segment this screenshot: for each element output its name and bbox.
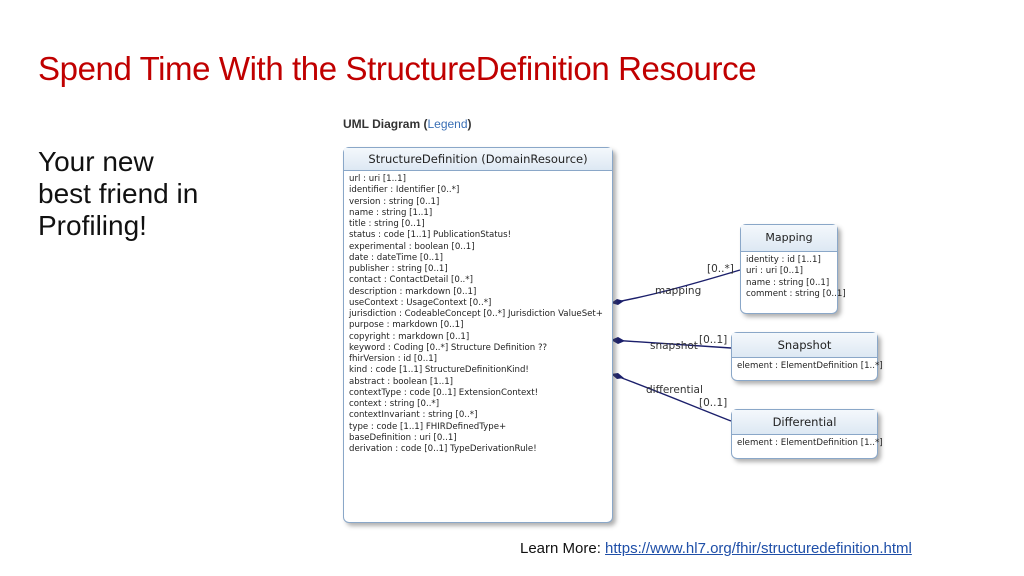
learn-more-footer: Learn More: https://www.hl7.org/fhir/str… <box>520 540 912 557</box>
class-attribute: element : ElementDefinition [1..*] <box>737 438 883 448</box>
differential-class-box: Differential element : ElementDefinition… <box>731 409 883 459</box>
snapshot-class-title: Snapshot <box>732 333 877 358</box>
class-attribute: url : uri [1..1] <box>349 174 406 184</box>
class-attribute: kind : code [1..1] StructureDefinitionKi… <box>349 365 529 376</box>
class-attribute: context : string [0..*] <box>349 399 440 409</box>
legend-close: ) <box>467 117 472 131</box>
snapshot-cardinality-label: [0..1] <box>699 334 728 346</box>
class-attribute: baseDefinition : uri [0..1] <box>349 432 457 443</box>
snapshot-class-box: Snapshot element : ElementDefinition [1.… <box>731 332 883 381</box>
differential-class-title: Differential <box>732 410 877 435</box>
class-attribute: identity : id [1..1] <box>746 255 821 265</box>
class-attribute: comment : string [0..1] <box>746 288 846 299</box>
class-attribute: version : string [0..1] <box>349 196 440 207</box>
class-attribute: identifier : Identifier [0..*] <box>349 185 460 196</box>
class-attribute: contextInvariant : string [0..*] <box>349 410 478 421</box>
class-attribute: status : code [1..1] PublicationStatus! <box>349 230 512 241</box>
mapping-connector <box>610 269 741 304</box>
mapping-class-box: Mapping identity : id [1..1] uri : uri [… <box>740 224 846 314</box>
snapshot-role-label: snapshot <box>650 340 698 352</box>
structuredefinition-class-box: StructureDefinition (DomainResource) url… <box>343 147 613 523</box>
differential-attribute-list: element : ElementDefinition [1..*] <box>732 435 883 452</box>
class-attribute: title : string [0..1] <box>349 219 425 229</box>
class-attribute: name : string [0..1] <box>746 277 830 288</box>
legend-link[interactable]: Legend <box>427 117 468 131</box>
structuredefinition-attribute-list: url : uri [1..1]identifier : Identifier … <box>344 171 612 458</box>
class-attribute: experimental : boolean [0..1] <box>349 241 475 252</box>
learn-more-link[interactable]: https://www.hl7.org/fhir/structuredefini… <box>605 540 912 557</box>
subtitle-line: Profiling! <box>38 210 147 241</box>
subtitle-line: best friend in <box>38 178 199 209</box>
class-attribute: contact : ContactDetail [0..*] <box>349 275 473 286</box>
class-attribute: publisher : string [0..1] <box>349 264 448 274</box>
class-attribute: keyword : Coding [0..*] Structure Defini… <box>349 342 548 353</box>
subtitle-line: Your new <box>38 146 154 177</box>
differential-connector <box>610 373 732 422</box>
class-attribute: useContext : UsageContext [0..*] <box>349 297 492 308</box>
class-attribute: uri : uri [0..1] <box>746 266 803 277</box>
class-attribute: element : ElementDefinition [1..*] <box>737 361 883 371</box>
differential-role-label: differential <box>646 384 703 396</box>
slide-title: Spend Time With the StructureDefinition … <box>38 50 757 87</box>
mapping-role-label: mapping <box>655 285 702 297</box>
mapping-composition-diamond <box>611 299 624 305</box>
mapping-class-title: Mapping <box>741 225 837 252</box>
subtitle: Your new best friend in Profiling! <box>38 146 278 242</box>
snapshot-attribute-list: element : ElementDefinition [1..*] <box>732 358 883 375</box>
uml-heading-text: UML Diagram <box>343 117 421 131</box>
differential-composition-diamond <box>611 373 624 379</box>
class-attribute: fhirVersion : id [0..1] <box>349 354 438 364</box>
class-attribute: purpose : markdown [0..1] <box>349 320 464 331</box>
mapping-cardinality-label: [0..*] <box>707 263 734 275</box>
snapshot-composition-diamond <box>611 337 625 344</box>
snapshot-connector <box>610 339 732 349</box>
class-attribute: copyright : markdown [0..1] <box>349 331 470 342</box>
class-attribute: abstract : boolean [1..1] <box>349 376 454 387</box>
legend-open: ( <box>420 117 428 131</box>
differential-cardinality-label: [0..1] <box>699 397 728 409</box>
class-attribute: date : dateTime [0..1] <box>349 252 443 263</box>
class-attribute: name : string [1..1] <box>349 207 433 218</box>
uml-heading: UML Diagram (Legend) <box>343 117 472 131</box>
structuredefinition-class-title: StructureDefinition (DomainResource) <box>344 148 612 171</box>
class-attribute: jurisdiction : CodeableConcept [0..*] Ju… <box>349 309 604 319</box>
mapping-attribute-list: identity : id [1..1] uri : uri [0..1] na… <box>741 252 846 303</box>
class-attribute: description : markdown [0..1] <box>349 286 477 297</box>
class-attribute: contextType : code [0..1] ExtensionConte… <box>349 387 539 398</box>
learn-more-label: Learn More: <box>520 540 606 557</box>
class-attribute: type : code [1..1] FHIRDefinedType+ <box>349 421 507 432</box>
class-attribute: derivation : code [0..1] TypeDerivationR… <box>349 444 537 454</box>
